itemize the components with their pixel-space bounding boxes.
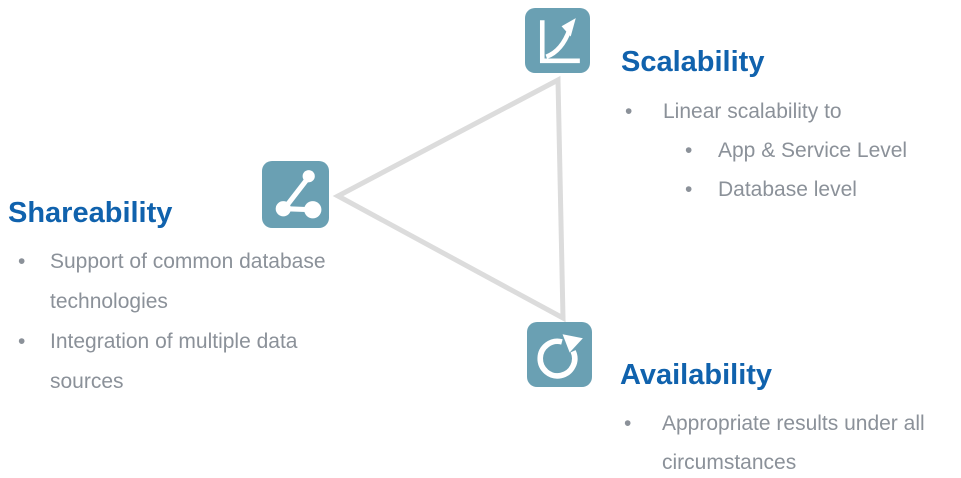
bullet-marker: •: [624, 412, 632, 435]
bullet-item: • Linear scalability to: [621, 92, 961, 131]
bullet-item: • Integration of multiple data sources: [8, 322, 408, 402]
growth-chart-icon: [525, 8, 590, 73]
scalability-bullets: • Linear scalability to • App & Service …: [621, 92, 961, 209]
bullet-item: • Support of common database technologie…: [8, 242, 408, 322]
shareability-title: Shareability: [8, 197, 173, 229]
bullet-text: Appropriate results under all circumstan…: [662, 412, 925, 474]
bullet-text: App & Service Level: [718, 139, 908, 162]
scalability-title: Scalability: [621, 46, 765, 78]
bullet-marker: •: [18, 250, 26, 273]
bullet-marker: •: [18, 330, 26, 353]
bullet-item: • Appropriate results under all circumst…: [620, 404, 961, 478]
bullet-marker: •: [685, 178, 693, 201]
bullet-text: Support of common database technologies: [50, 250, 326, 313]
shareability-bullets: • Support of common database technologie…: [8, 242, 408, 402]
bullet-text: Linear scalability to: [663, 100, 842, 123]
availability-title: Availability: [620, 359, 773, 391]
bullet-item: • App & Service Level: [621, 131, 961, 170]
bullet-text: Database level: [718, 178, 857, 201]
share-nodes-icon: [262, 161, 329, 228]
bullet-marker: •: [625, 100, 633, 123]
circular-arrow-icon: [527, 322, 592, 387]
bullet-text: Integration of multiple data sources: [50, 330, 298, 393]
availability-bullets: • Appropriate results under all circumst…: [620, 404, 961, 478]
bullet-marker: •: [685, 139, 693, 162]
bullet-item: • Database level: [621, 170, 961, 209]
